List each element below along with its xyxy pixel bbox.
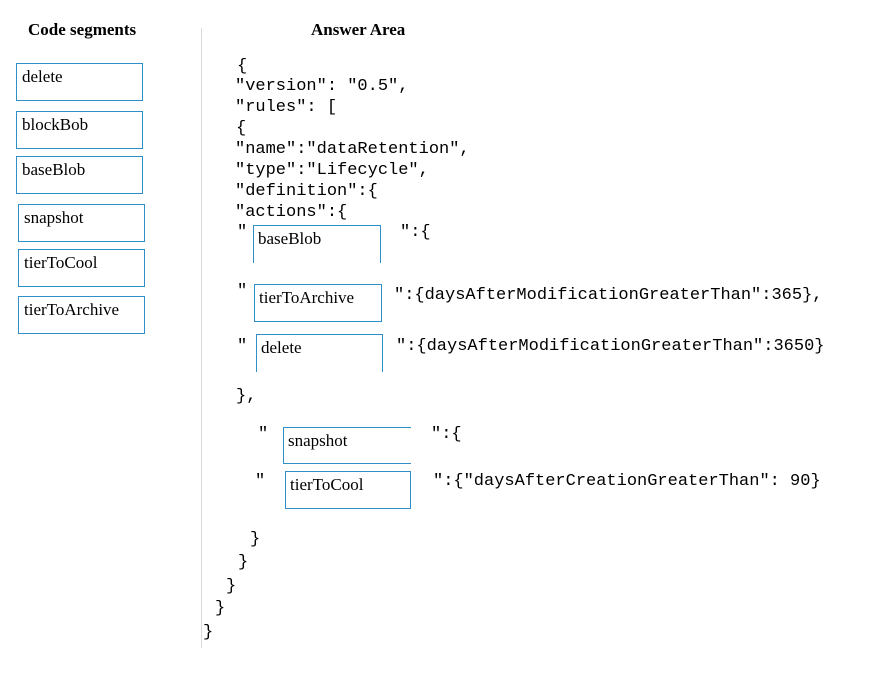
code-line: "type":"Lifecycle", bbox=[235, 161, 429, 180]
code-line: "rules": [ bbox=[235, 98, 338, 117]
segment-tiertocool[interactable]: tierToCool bbox=[18, 249, 145, 287]
answer-slot-4[interactable]: snapshot bbox=[283, 427, 411, 464]
code-line: ":{"daysAfterCreationGreaterThan": 90} bbox=[433, 472, 821, 491]
segment-blockbob[interactable]: blockBob bbox=[16, 111, 143, 149]
code-segments-heading: Code segments bbox=[28, 20, 137, 39]
code-line: }, bbox=[236, 387, 257, 406]
code-line: } bbox=[238, 553, 249, 572]
answer-slot-5[interactable]: tierToCool bbox=[285, 471, 411, 509]
code-line: { bbox=[236, 119, 247, 138]
code-line: } bbox=[250, 530, 261, 549]
code-line: "version": "0.5", bbox=[235, 77, 409, 96]
answer-slot-3[interactable]: delete bbox=[256, 334, 383, 372]
code-line: } bbox=[215, 599, 226, 618]
code-quote: " bbox=[255, 472, 266, 491]
code-line: } bbox=[226, 577, 237, 596]
code-quote: " bbox=[237, 337, 248, 356]
code-line: ":{ bbox=[431, 425, 462, 444]
code-quote: " bbox=[258, 425, 269, 444]
code-line: { bbox=[237, 57, 248, 76]
code-quote: " bbox=[237, 282, 248, 301]
answer-slot-1[interactable]: baseBlob bbox=[253, 225, 381, 263]
segment-tiertoarchive[interactable]: tierToArchive bbox=[18, 296, 145, 334]
answer-area-heading: Answer Area bbox=[311, 20, 406, 39]
segment-snapshot[interactable]: snapshot bbox=[18, 204, 145, 242]
segment-delete[interactable]: delete bbox=[16, 63, 143, 101]
code-line: "definition":{ bbox=[235, 182, 378, 201]
segment-baseblob[interactable]: baseBlob bbox=[16, 156, 143, 194]
answer-slot-2[interactable]: tierToArchive bbox=[254, 284, 382, 322]
code-line: "name":"dataRetention", bbox=[235, 140, 470, 159]
code-line: ":{ bbox=[400, 223, 431, 242]
column-divider bbox=[201, 28, 202, 648]
code-line: ":{daysAfterModificationGreaterThan":365… bbox=[396, 337, 825, 356]
code-line: ":{daysAfterModificationGreaterThan":365… bbox=[394, 286, 823, 305]
code-quote: " bbox=[237, 223, 248, 242]
code-line: "actions":{ bbox=[235, 203, 348, 222]
code-line: } bbox=[203, 623, 214, 642]
